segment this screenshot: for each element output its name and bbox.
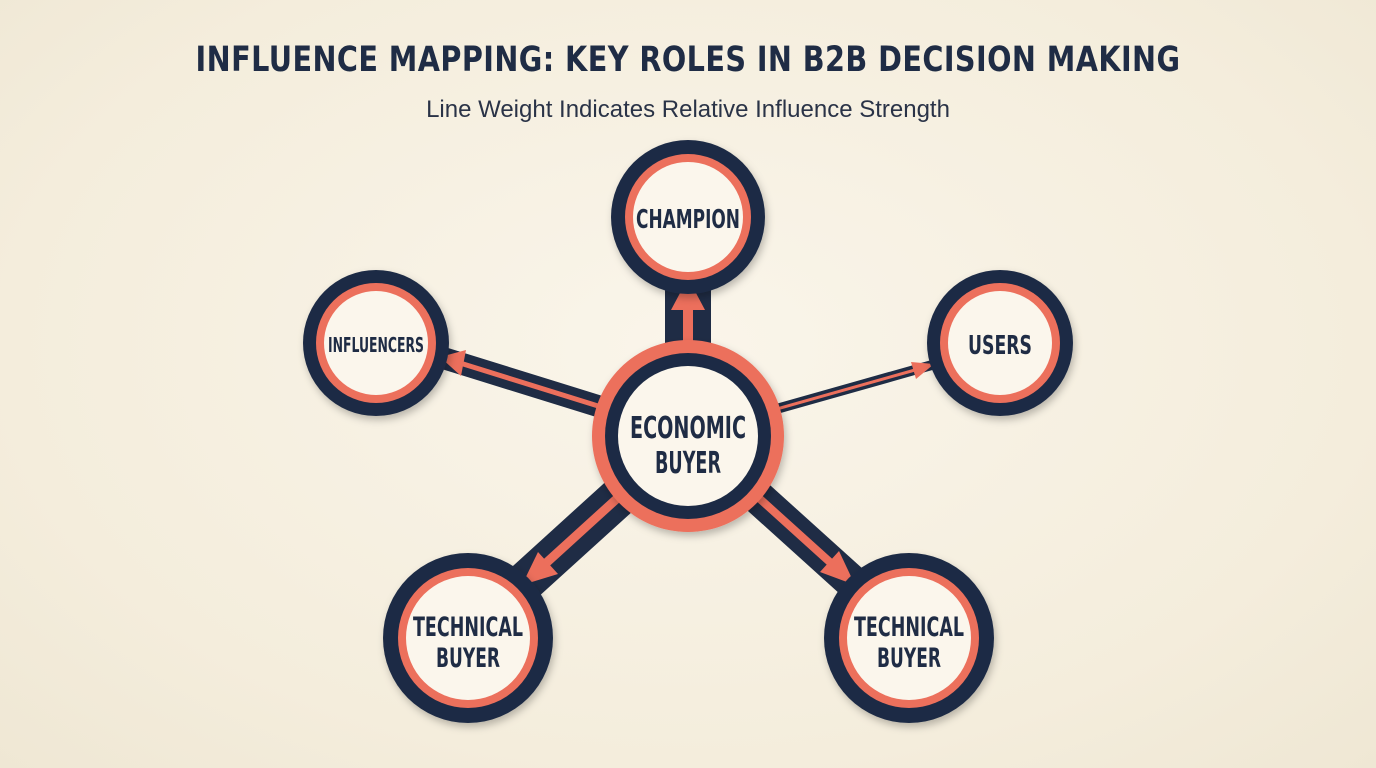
node-label-technical-buyer-left-line2: BUYER — [436, 643, 500, 674]
node-label-technical-buyer-right-line1: TECHNICAL — [854, 612, 964, 643]
node-users — [927, 270, 1073, 416]
arrowhead-technical-buyer-right — [820, 551, 855, 585]
node-label-economic-buyer-line2: BUYER — [655, 446, 721, 481]
node-label-economic-buyer-line1: ECONOMIC — [630, 411, 746, 446]
node-label-technical-buyer-right-line2: BUYER — [877, 643, 941, 674]
diagram-title: INFLUENCE MAPPING: KEY ROLES IN B2B DECI… — [195, 40, 1181, 80]
arrowhead-users — [911, 362, 934, 379]
node-label-users: USERS — [968, 331, 1032, 361]
diagram-subtitle: Line Weight Indicates Relative Influence… — [426, 96, 950, 123]
node-technical-buyer-left — [383, 553, 553, 723]
node-technical-buyer-right — [824, 553, 994, 723]
node-influencers — [303, 270, 449, 416]
arrowhead-technical-buyer-left — [522, 552, 558, 585]
node-champion — [611, 140, 765, 294]
node-label-technical-buyer-left-line1: TECHNICAL — [413, 612, 523, 643]
node-label-champion: CHAMPION — [636, 205, 740, 235]
node-label-influencers: INFLUENCERS — [328, 333, 424, 357]
node-economic-buyer — [592, 340, 784, 532]
